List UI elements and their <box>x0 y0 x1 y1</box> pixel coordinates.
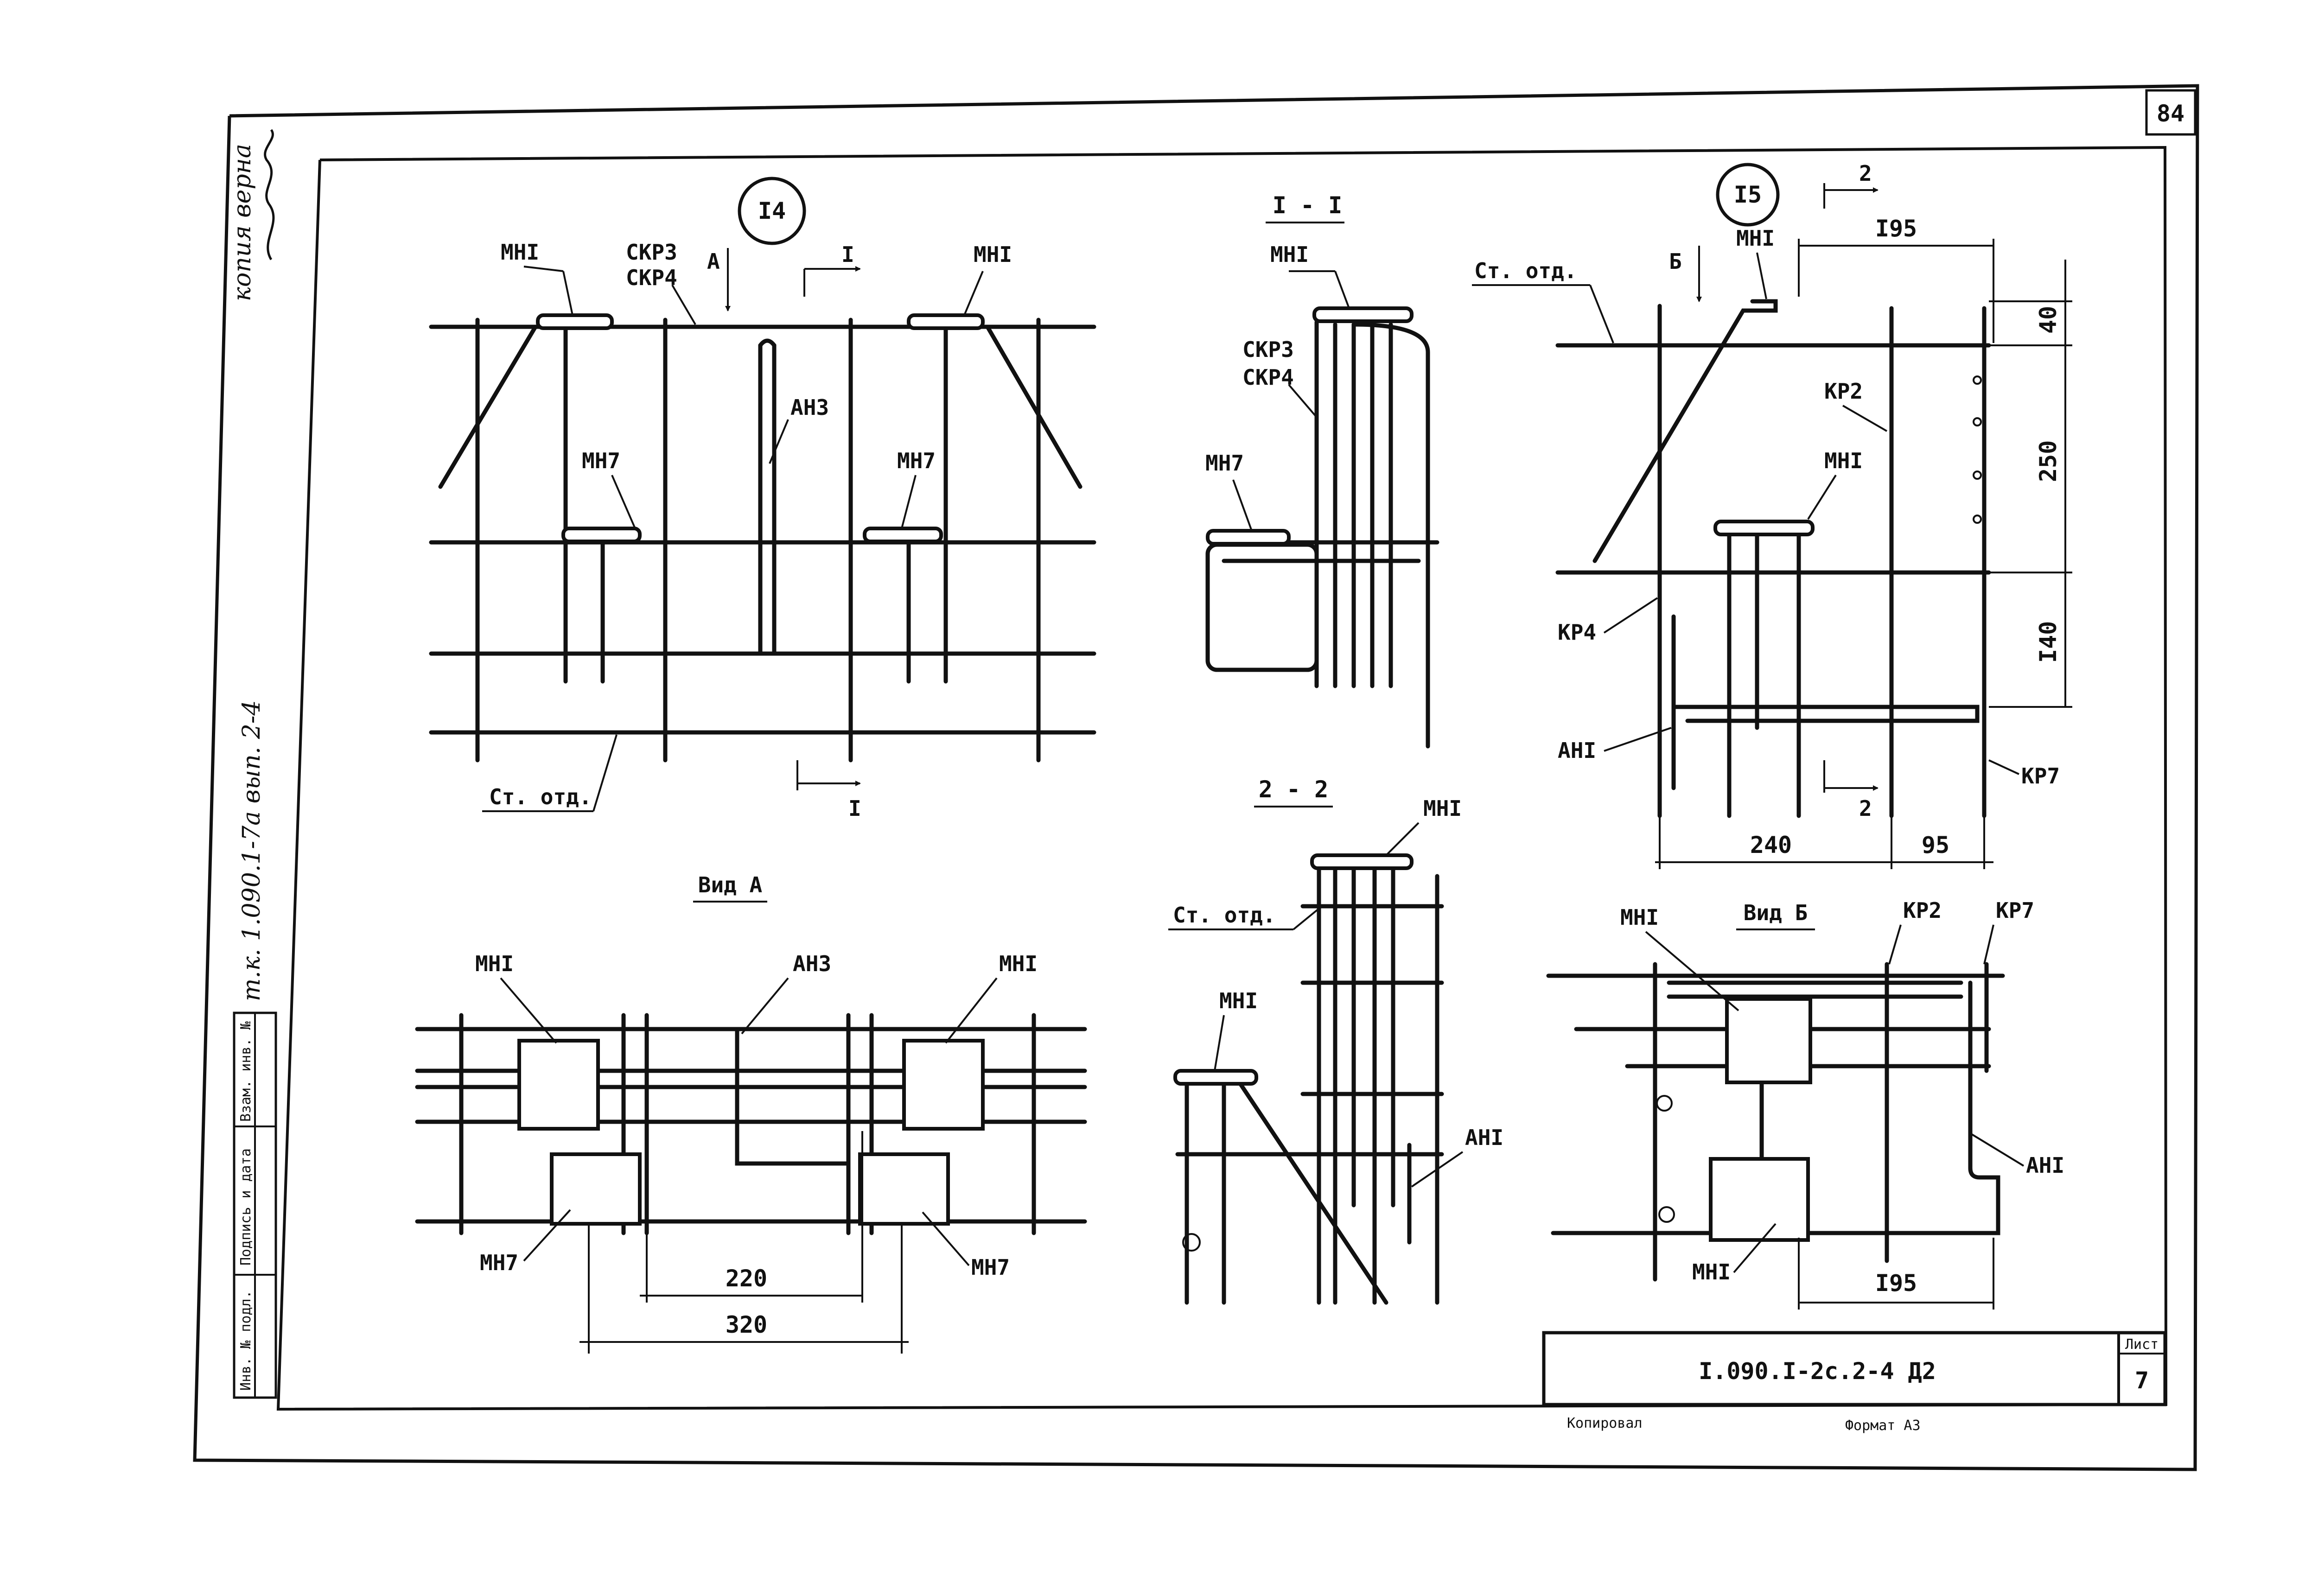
node14-section-mark-bottom: I <box>848 796 861 821</box>
view-a-label-mh7-left: МН7 <box>480 1250 518 1275</box>
node14-label-mh1-left: МНI <box>501 240 539 265</box>
section22-label-ah1: АНI <box>1465 1125 1503 1150</box>
title-block-sheet-label: Лист <box>2125 1336 2159 1353</box>
stamp-cell-sign: Подпись и дата <box>238 1148 254 1265</box>
view-b-label-ah1: АНI <box>2026 1153 2064 1178</box>
view-a-label-mh7-right: МН7 <box>971 1255 1010 1280</box>
node15-label-mh1-mid: МНI <box>1824 448 1863 473</box>
node14-label-skr3: СКР3 <box>626 240 677 265</box>
view-b: Вид Б МНI КР2 КР7 АНI МНI I95 <box>1546 898 2064 1310</box>
node15-section-mark-bottom: 2 <box>1859 796 1872 821</box>
view-b-dim-195: I95 <box>1875 1270 1917 1297</box>
node14-section-mark-top: I <box>841 242 854 267</box>
handwritten-copy-note: копия верна <box>229 144 256 301</box>
node15-label-kr2: КР2 <box>1824 379 1863 404</box>
section22-label-st-otd: Ст. отд. <box>1173 903 1276 928</box>
node14-label-st-otd: Ст. отд. <box>489 784 592 809</box>
view-a-label-ah3: АН3 <box>793 951 831 976</box>
view-a-label-mh1-right: МНI <box>999 951 1038 976</box>
view-b-label-kr7: КР7 <box>1996 898 2034 923</box>
node15-dim-195-top: I95 <box>1875 215 1917 242</box>
node15-label-kr4: КР4 <box>1558 620 1596 645</box>
node-15-id: I5 <box>1734 181 1762 208</box>
view-b-label-mh1-bottom: МНI <box>1692 1259 1731 1284</box>
node15-label-ah1: АНI <box>1558 738 1596 763</box>
node15-dim-140: I40 <box>2035 621 2062 663</box>
node14-label-mh7-left: МН7 <box>582 448 620 473</box>
section11-label-skr4: СКР4 <box>1242 365 1294 390</box>
page-number: 84 <box>2157 100 2184 127</box>
stamp-cell-inv: Инв. № подл. <box>238 1290 254 1391</box>
footer-copied-label: Копировал <box>1567 1415 1643 1431</box>
node15-studs <box>1973 375 1982 524</box>
node15-dim-40: 40 <box>2035 306 2062 334</box>
node-14-id: I4 <box>758 197 786 224</box>
stamp-cell-replace: Взам. инв. № <box>238 1021 254 1122</box>
node-15: I5 2 Б МНI Ст. отд. КР2 МНI КР4 <box>1472 161 2072 869</box>
view-a-dim-220: 220 <box>726 1265 767 1292</box>
node15-label-kr7: КР7 <box>2021 763 2060 788</box>
margin-stamp: Инв. № подл. Подпись и дата Взам. инв. № <box>233 1011 277 1399</box>
footer-format-label: Формат А3 <box>1845 1418 1921 1434</box>
section-1-1: I - I МНI СКР3 СКР4 МН7 <box>1205 192 1439 749</box>
section11-label-skr3: СКР3 <box>1242 337 1294 362</box>
section11-label-mh7: МН7 <box>1205 451 1244 476</box>
node15-label-st-otd: Ст. отд. <box>1474 258 1577 283</box>
node14-label-skr4: СКР4 <box>626 265 677 290</box>
node15-section-mark-top: 2 <box>1859 161 1872 186</box>
node14-label-mh1-right: МНI <box>974 242 1012 267</box>
section11-title: I - I <box>1273 192 1343 219</box>
title-block: I.090.I-2c.2-4 Д2 Лист 7 <box>1542 1331 2167 1406</box>
view-a-dim-320: 320 <box>726 1311 767 1338</box>
section11-label-mh1: МНI <box>1270 242 1309 267</box>
section22-label-mh1-top: МНI <box>1423 796 1462 821</box>
view-b-label-kr2: КР2 <box>1903 898 1942 923</box>
node15-dim-95: 95 <box>1922 832 1949 858</box>
view-b-title: Вид Б <box>1744 900 1808 925</box>
node14-label-mh7-right: МН7 <box>897 448 936 473</box>
node14-arrow-a: А <box>707 249 720 274</box>
title-block-designation: I.090.I-2c.2-4 Д2 <box>1699 1358 1936 1385</box>
node14-label-ah3: АН3 <box>790 395 829 420</box>
handwritten-signature <box>264 129 275 261</box>
view-a: Вид А МНI АН3 МНI МН7 МН7 220 320 <box>415 872 1087 1354</box>
node-14: I4 МНI СКР3 СКР4 А I МНI <box>429 177 1096 821</box>
section22-label-mh1-low: МНI <box>1219 988 1258 1013</box>
node15-dim-240: 240 <box>1750 832 1792 858</box>
section-2-2: 2 - 2 МНI Ст. отд. МНI АНI <box>1168 776 1503 1305</box>
view-a-label-mh1-left: МНI <box>475 951 514 976</box>
title-block-sheet-number: 7 <box>2135 1367 2149 1394</box>
view-a-title: Вид А <box>698 872 762 897</box>
node15-arrow-b: Б <box>1669 249 1682 274</box>
section22-title: 2 - 2 <box>1259 776 1329 803</box>
view-b-label-mh1-top: МНI <box>1620 905 1659 930</box>
series-note: т.к. 1.090.1-7а вып. 2-4 <box>238 700 266 1001</box>
node15-dim-250: 250 <box>2035 440 2062 482</box>
node15-label-mh1-top: МНI <box>1736 226 1775 251</box>
